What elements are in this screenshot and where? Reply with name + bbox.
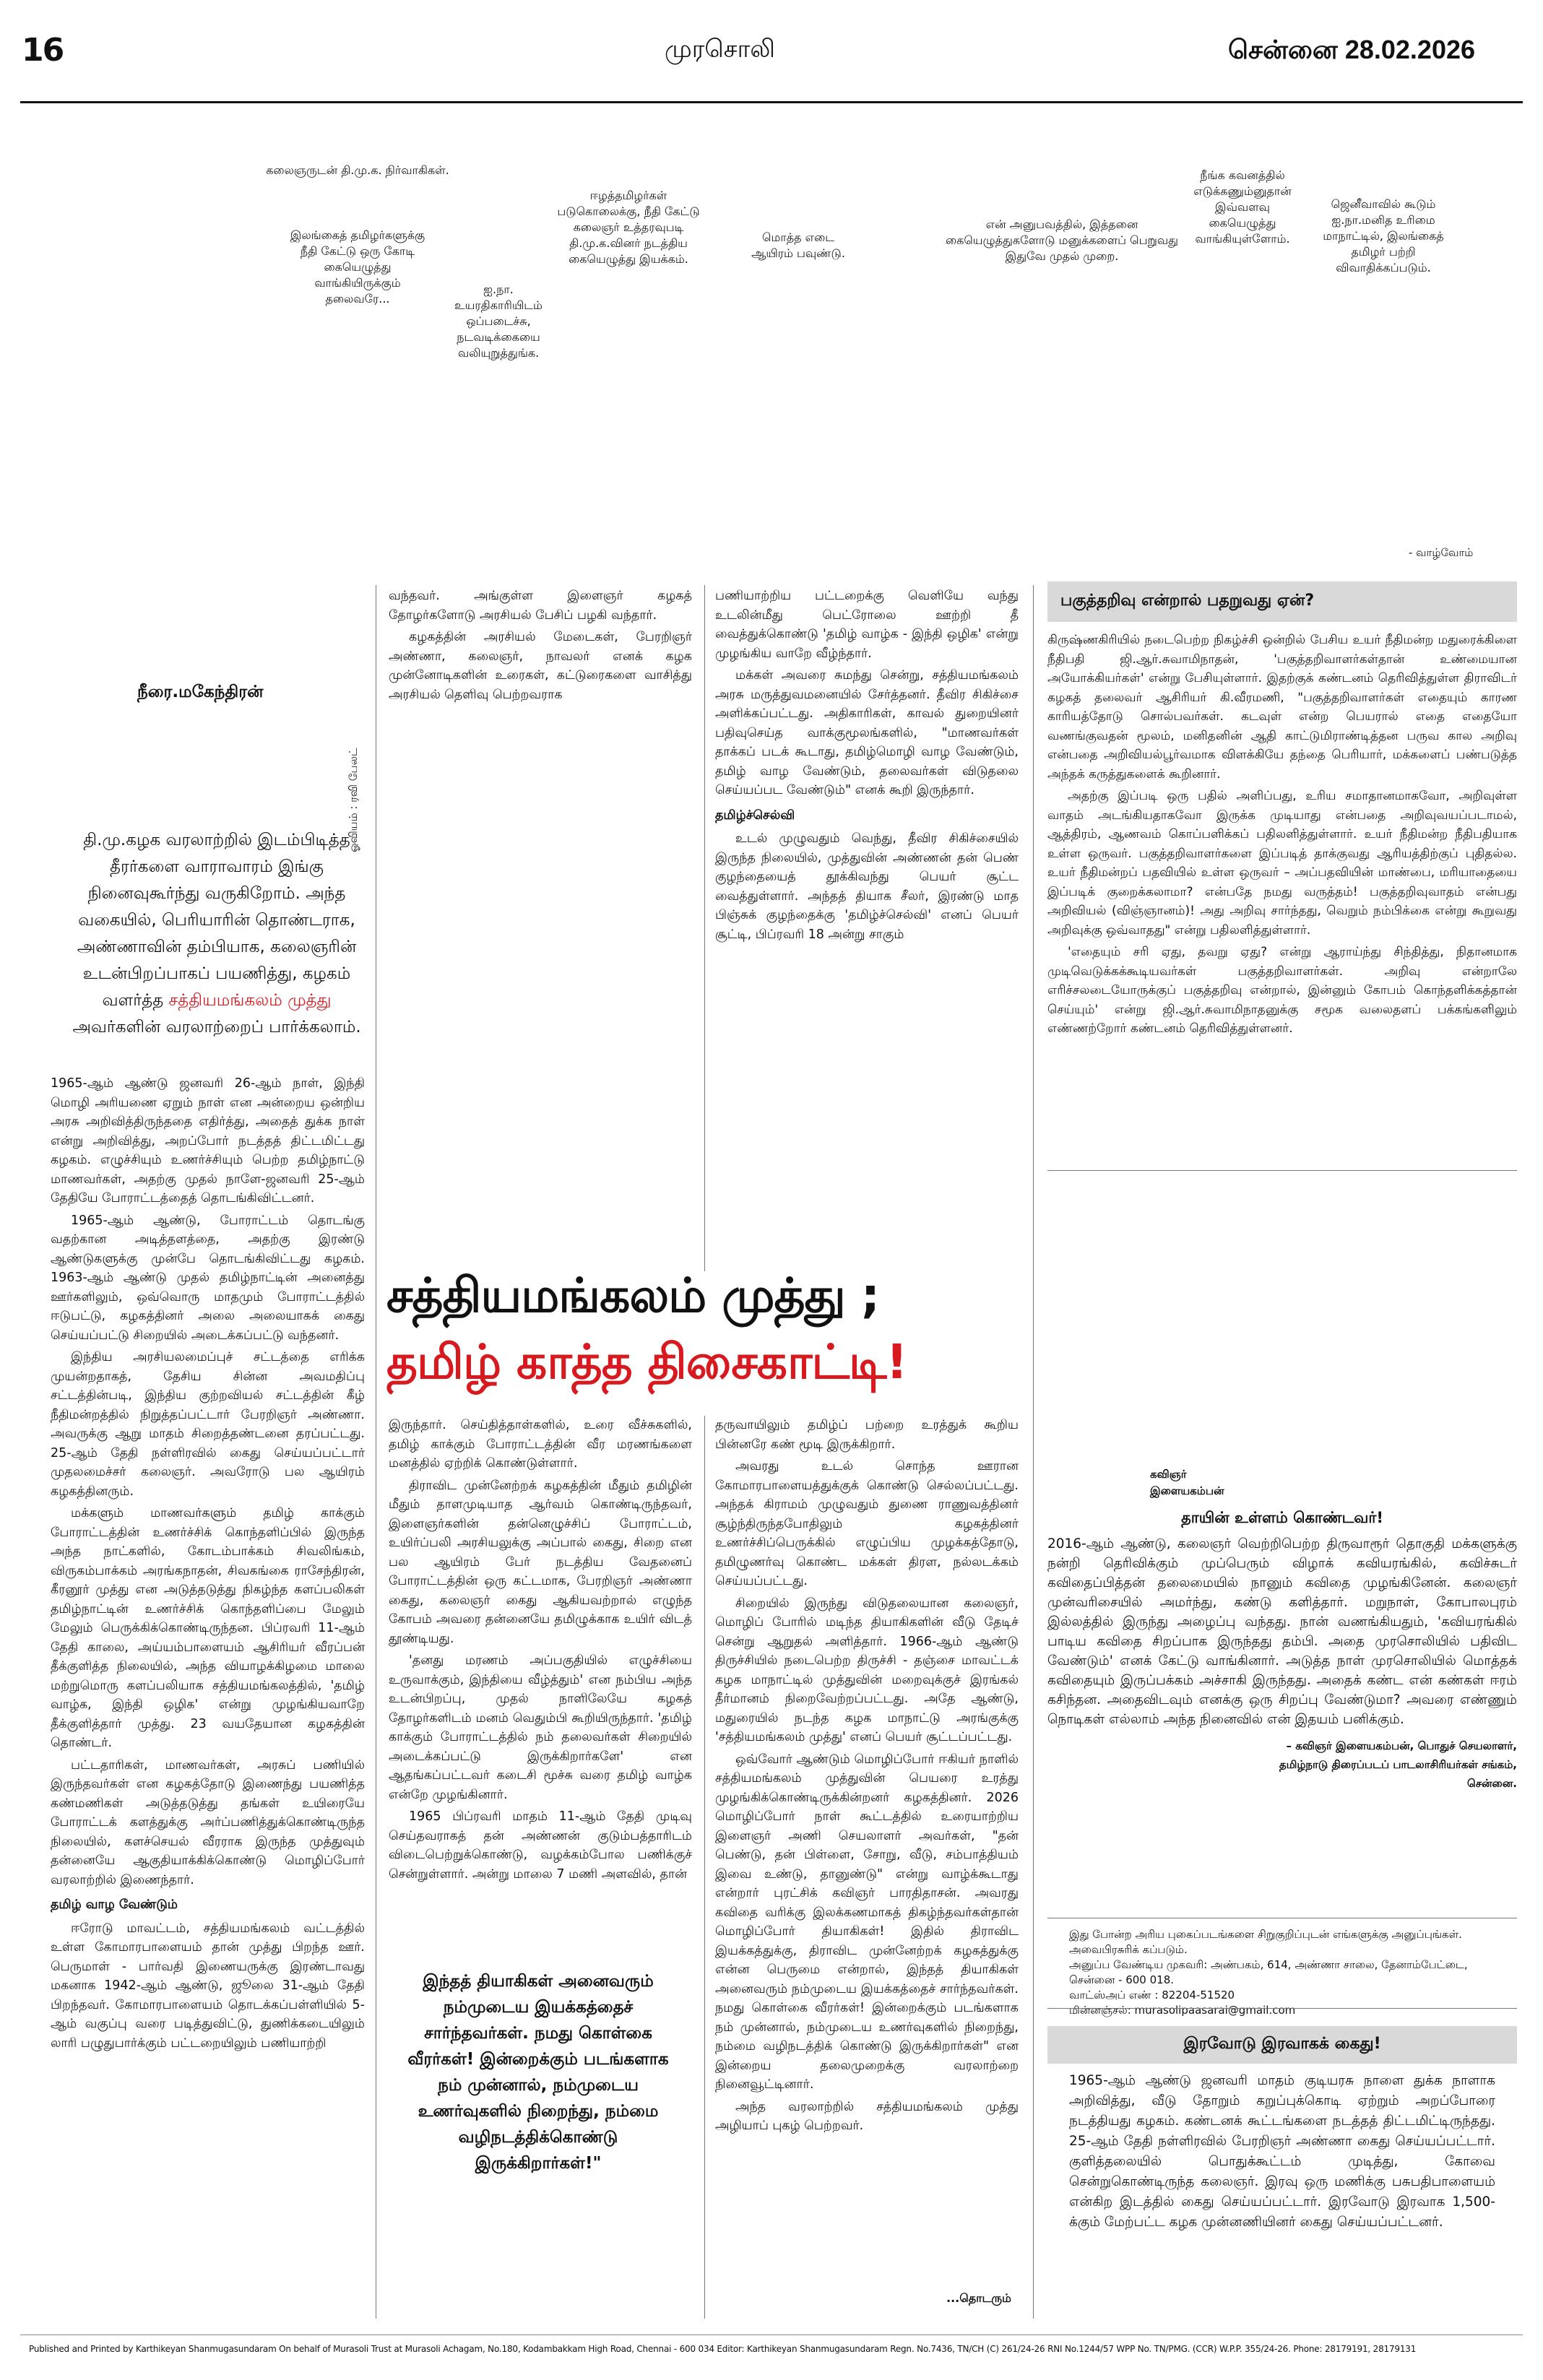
section-divider — [1047, 2008, 1517, 2009]
author-byline: நீரை.மகேந்திரன் — [137, 683, 264, 701]
submission-line: மின்னஞ்சல்: murasolipaasarai@gmail.com — [1069, 2004, 1296, 2017]
pull-quote: இந்தத் தியாகிகள் அனைவரும் நம்முடைய இயக்க… — [407, 1972, 669, 2173]
photo-caption: ஜெனீவாவில் கூடும் ஐ.நா.மனித உரிமை மாநாட்… — [1323, 197, 1444, 274]
article-paragraph: திராவிட முன்னேற்றக் கழகத்தின் மீதும் தமி… — [389, 1478, 692, 1646]
signature-line: – கவிஞர் இளையகம்பன், பொதுச் செயலாளர், — [1286, 1739, 1517, 1752]
article-column-3-bottom: தருவாயிலும் தமிழ்ப் பற்றை உரத்துக் கூறிய… — [715, 1416, 1019, 2139]
box-body: கிருஷ்ணகிரியில் நடைபெற்ற நிகழ்ச்சி ஒன்றி… — [1047, 631, 1517, 1039]
box-body: 1965-ஆம் ஆண்டு ஜனவரி மாதம் குடியரசு நாளை… — [1069, 2071, 1495, 2233]
photo-caption: கலைஞருடன் தி.மு.க. நிர்வாகிகள். — [266, 163, 449, 177]
sidebar-rational: பகுத்தறிவு என்றால் பதறுவது ஏன்? கிருஷ்ணக… — [1047, 581, 1517, 1042]
page-header: 16 முரசொலி சென்னை 28.02.2026 — [0, 20, 1543, 100]
article-paragraph: 1965-ஆம் ஆண்டு ஜனவரி 26-ஆம் நாள், இந்தி … — [51, 1076, 365, 1206]
sidebar-night-arrest: இரவோடு இரவாகக் கைது! 1965-ஆம் ஆண்டு ஜனவர… — [1047, 2026, 1517, 2236]
article-paragraph: இருந்தார். செய்தித்தாள்களில், உரை வீச்சு… — [389, 1418, 692, 1471]
headline-line-1: சத்தியமங்கலம் முத்து ; — [386, 1268, 880, 1323]
intro-text: தி.மு.கழக வரலாற்றில் இடம்பிடித்த தீரர்கள… — [77, 831, 357, 1010]
footer-rule — [20, 2334, 1523, 2335]
article-paragraph: ஒவ்வோர் ஆண்டும் மொழிப்போர் ஈகியர் நாளில்… — [715, 1752, 1019, 2093]
illustrator-credit-wrap: ஓவியம் : ரவி பேலட் — [347, 636, 368, 852]
article-paragraph: இந்திய அரசியலமைப்புச் சட்டத்தை எரிக்க மு… — [51, 1350, 365, 1499]
article-column-2-top: வந்தவர். அங்குள்ள இளைஞர் கழகத் தோழர்களோட… — [389, 587, 692, 707]
article-paragraph: அந்த வரலாற்றில் சத்தியமங்கலம் முத்து அழி… — [715, 2099, 1019, 2134]
article-paragraph: உடல் முழுவதும் வெந்து, தீவிர சிகிச்சையில… — [715, 831, 1019, 942]
imprint-footer: Published and Printed by Karthikeyan Sha… — [29, 2344, 1417, 2354]
illustrator-credit: ஓவியம் : ரவி பேலட் — [347, 748, 360, 852]
poet-name: இளையகம்பன் — [1150, 1484, 1224, 1497]
article-paragraph: மக்கள் அவரை சுமந்து சென்று, சத்தியமங்கலம… — [715, 668, 1019, 797]
poem-title: தாயின் உள்ளம் கொண்டவர்! — [1181, 1509, 1383, 1526]
article-column-2-bottom: இருந்தார். செய்தித்தாள்களில், உரை வீச்சு… — [389, 1416, 692, 1887]
article-paragraph: தருவாயிலும் தமிழ்ப் பற்றை உரத்துக் கூறிய… — [715, 1418, 1019, 1452]
headline: சத்தியமங்கலம் முத்து ; தமிழ் காத்த திசைக… — [386, 1268, 1037, 1396]
page-number: 16 — [22, 32, 64, 69]
poem-body: 2016-ஆம் ஆண்டு, கலைஞர் வெற்றிபெற்ற திருவ… — [1047, 1534, 1517, 1729]
signature-line: சென்னை. — [1467, 1777, 1517, 1790]
intro-block: தி.மு.கழக வரலாற்றில் இடம்பிடித்த தீரர்கள… — [58, 827, 376, 1041]
poem-signature: – கவிஞர் இளையகம்பன், பொதுச் செயலாளர், தம… — [1047, 1736, 1517, 1793]
headline-line-2: தமிழ் காத்த திசைகாட்டி! — [386, 1334, 908, 1390]
photo-caption: ஐ.நா. உயரதிகாரியிடம் ஒப்படைச்சு, நடவடிக்… — [454, 282, 543, 360]
box-paragraph: கிருஷ்ணகிரியில் நடைபெற்ற நிகழ்ச்சி ஒன்றி… — [1047, 633, 1517, 782]
article-paragraph: வந்தவர். அங்குள்ள இளைஞர் கழகத் தோழர்களோட… — [389, 589, 692, 623]
column-divider — [704, 585, 705, 1271]
poet-photo-area: கவிஞர் இளையகம்பன் — [1047, 1185, 1517, 1499]
article-paragraph: 'தனது மரணம் அப்பகுதியில் எழுச்சியை உருவா… — [389, 1653, 692, 1802]
photo-caption: இலங்கைத் தமிழர்களுக்கு நீதி கேட்டு ஒரு க… — [290, 228, 425, 306]
column-divider — [1033, 585, 1034, 2319]
article-paragraph: ஈரோடு மாவட்டம், சத்தியமங்கலம் வட்டத்தில்… — [51, 1921, 365, 2051]
masthead: முரசொலி — [665, 35, 775, 64]
article-paragraph: அவரது உடல் சொந்த ஊரான கோமாரபாளையத்துக்கு… — [715, 1459, 1019, 1588]
article-paragraph: பட்டதாரிகள், மாணவர்கள், அரசுப் பணியில் இ… — [51, 1757, 365, 1887]
intro-tail: அவர்களின் வரலாற்றைப் பார்க்கலாம். — [72, 1018, 361, 1037]
article-paragraph: பணியாற்றிய பட்டறைக்கு வெளியே வந்து உடலின… — [715, 589, 1019, 661]
article-paragraph: 1965 பிப்ரவரி மாதம் 11-ஆம் தேதி முடிவு ச… — [389, 1809, 692, 1882]
header-rule — [20, 101, 1523, 103]
box-paragraph: 'எதையும் சரி ஏது, தவறு ஏது? என்று ஆராய்ந… — [1047, 945, 1517, 1036]
article-paragraph: சிறையில் இருந்து விடுதலையான கலைஞர், மொழி… — [715, 1596, 1019, 1745]
box-title: இரவோடு இரவாகக் கைது! — [1047, 2026, 1517, 2064]
intro-name: சத்தியமங்கலம் முத்து — [168, 991, 332, 1010]
photo-caption: என் அனுபவத்தில், இத்தனை கையெழுத்துகளோடு … — [945, 217, 1179, 263]
column-divider — [704, 1416, 705, 2319]
signature-line: தமிழ்நாடு திரைப்படப் பாடலாசிரியர்கள் சங்… — [1279, 1758, 1517, 1771]
date-line: சென்னை 28.02.2026 — [1228, 35, 1476, 64]
photo-caption: மொத்த எடை ஆயிரம் பவுண்டு. — [751, 230, 845, 260]
photo-caption: நீங்க கவனத்தில் எடுக்கணும்னுதான் இவ்வளவு… — [1193, 168, 1292, 246]
submission-notice: இது போன்ற அரிய புகைப்படங்களை சிறுகுறிப்ப… — [1069, 1927, 1503, 2018]
strip-end: - வாழ்வோம் — [1409, 546, 1474, 559]
article-column-3-top: பணியாற்றிய பட்டறைக்கு வெளியே வந்து உடலின… — [715, 587, 1019, 947]
section-divider — [1047, 1170, 1517, 1171]
poet-label: கவிஞர் — [1150, 1468, 1187, 1481]
submission-line: வாட்ஸ்அப் எண் : 82204-51520 — [1069, 1989, 1235, 2002]
photo-caption: ஈழத்தமிழர்கள் படுகொலைக்கு, நீதி கேட்டு க… — [557, 189, 700, 266]
subheading: தமிழ் வாழ வேண்டும் — [51, 1897, 178, 1912]
submission-line: இது போன்ற அரிய புகைப்படங்களை சிறுகுறிப்ப… — [1069, 1928, 1462, 1956]
article-paragraph: மக்களும் மாணவர்களும் தமிழ் காக்கும் போரா… — [51, 1506, 365, 1750]
submission-line: அனுப்ப வேண்டிய முகவரி: அண்பகம், 614, அண்… — [1069, 1958, 1468, 1986]
article-paragraph: 1965-ஆம் ஆண்டு, போராட்டம் தொடங்கு வதற்கா… — [51, 1213, 365, 1343]
continued-marker: ...தொடரும் — [946, 2291, 1011, 2305]
article-column-1: 1965-ஆம் ஆண்டு ஜனவரி 26-ஆம் நாள், இந்தி … — [51, 1074, 365, 2056]
article-paragraph: கழகத்தின் அரசியல் மேடைகள், பேரறிஞர் அண்ண… — [389, 630, 692, 702]
poem-paragraph: 2016-ஆம் ஆண்டு, கலைஞர் வெற்றிபெற்ற திருவ… — [1047, 1536, 1517, 1727]
sidebar-poem: கவிஞர் இளையகம்பன் தாயின் உள்ளம் கொண்டவர்… — [1047, 1185, 1517, 1793]
subheading: தமிழ்ச்செல்வி — [715, 808, 795, 823]
box-title: பகுத்தறிவு என்றால் பதறுவது ஏன்? — [1047, 581, 1517, 622]
box-paragraph: 1965-ஆம் ஆண்டு ஜனவரி மாதம் குடியரசு நாளை… — [1069, 2073, 1495, 2230]
box-paragraph: அதற்கு இப்படி ஒரு பதில் அளிப்பது, உரிய ச… — [1047, 789, 1517, 938]
